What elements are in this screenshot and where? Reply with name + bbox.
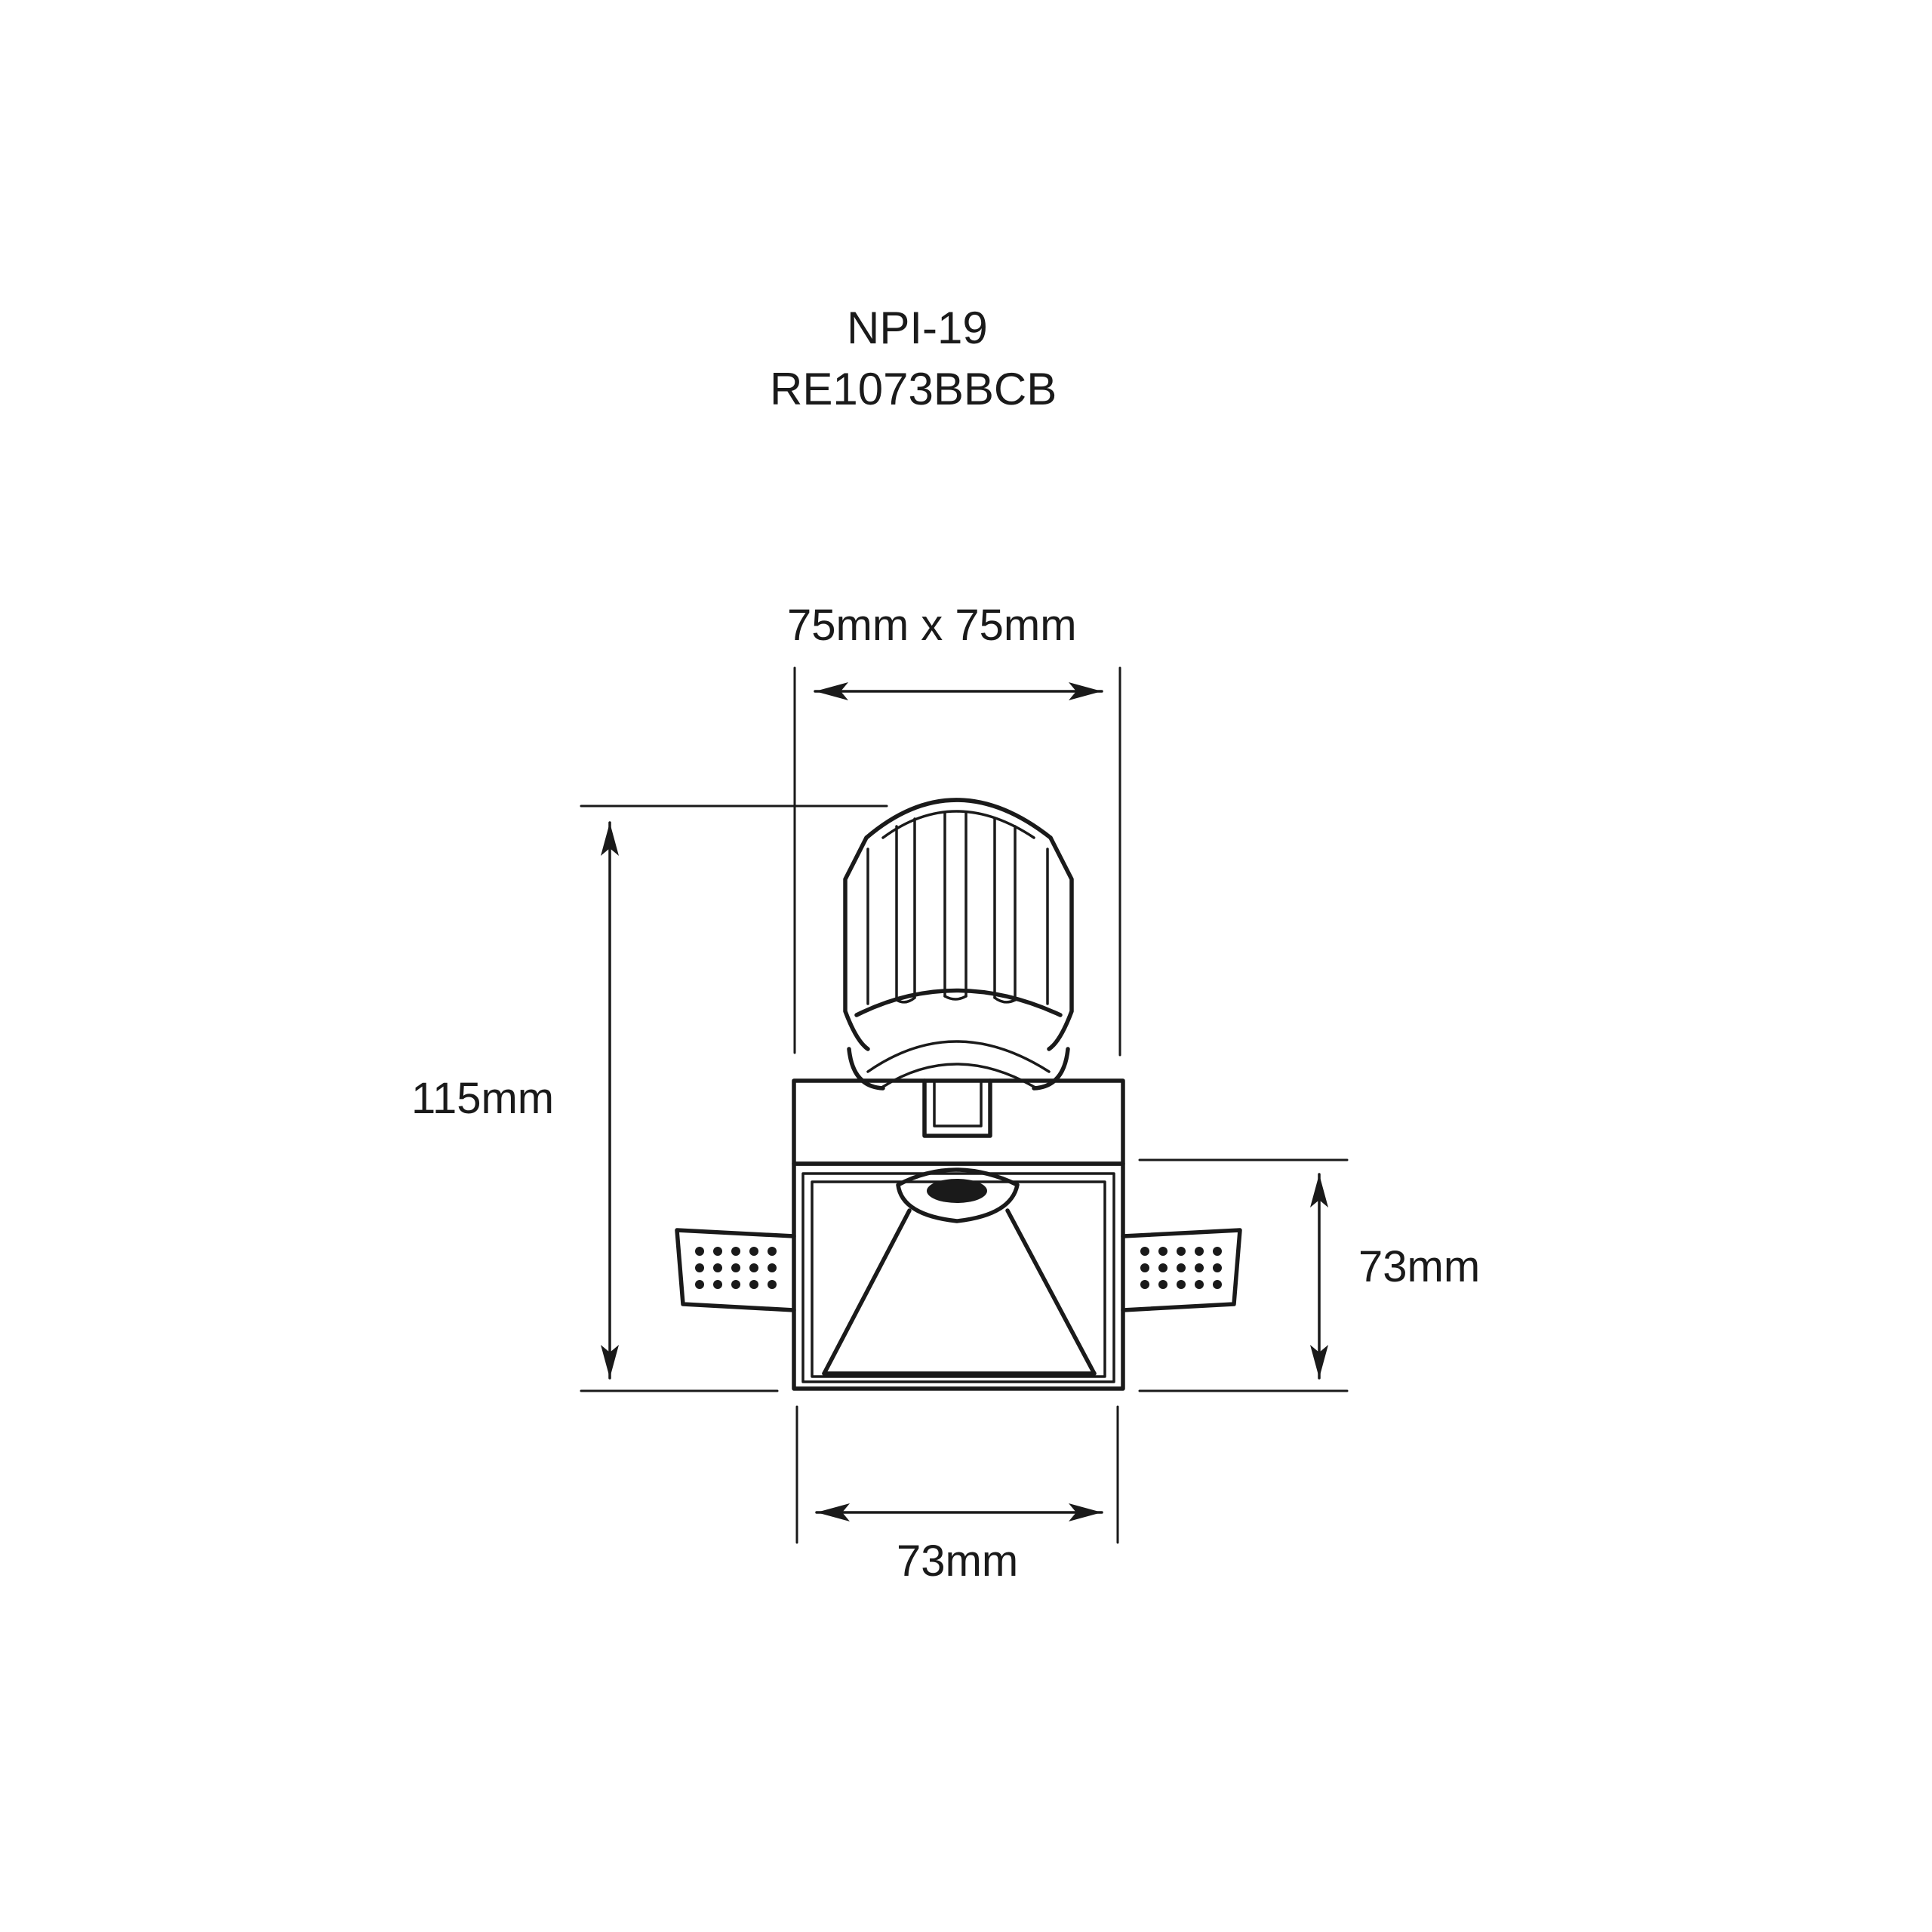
product-code: RE1073BBCB — [770, 364, 1057, 414]
top-width-dimension-label: 75mm x 75mm — [787, 601, 1077, 650]
model-number: NPI-19 — [847, 303, 988, 353]
height-dimension-label: 115mm — [411, 1074, 555, 1123]
bottom-width-dimension-label: 73mm — [897, 1537, 1019, 1586]
wing-left-perforations — [695, 1247, 777, 1289]
heatsink — [843, 798, 1074, 1091]
trim-height-dimension — [1138, 1158, 1349, 1392]
bottom-width-dimension — [795, 1405, 1119, 1544]
trim-height-dimension-label: 73mm — [1358, 1242, 1481, 1291]
top-width-dimension — [793, 666, 1121, 1057]
height-dimension — [580, 804, 888, 1392]
mounting-frame — [792, 1078, 1125, 1391]
mounting-wing-left — [675, 1228, 796, 1312]
wing-right-perforations — [1140, 1247, 1222, 1289]
mounting-wing-right — [1121, 1228, 1242, 1312]
